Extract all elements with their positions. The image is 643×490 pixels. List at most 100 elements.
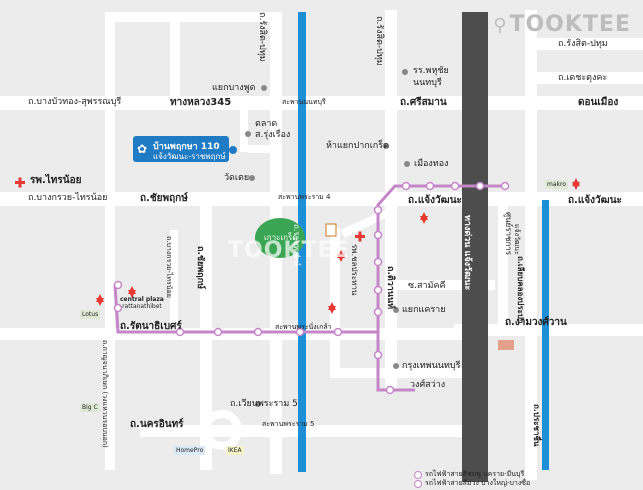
road-chaiyaphruek-v bbox=[200, 200, 212, 470]
station bbox=[333, 327, 343, 337]
lake bbox=[255, 218, 305, 258]
label-prachachuen: ถ.ประชาชื่น bbox=[532, 404, 541, 447]
label-khae-rai: แยกแคราย bbox=[402, 305, 446, 315]
legend: รถไฟฟ้าสายสีชมพู แคราย-มีนบุรี รถไฟฟ้าสา… bbox=[414, 470, 530, 488]
station bbox=[113, 303, 123, 313]
canal-right bbox=[542, 200, 549, 470]
label-cs-center: ศูนย์ราชการ bbox=[504, 212, 513, 256]
temple-icon bbox=[420, 216, 428, 224]
poi-dot-khae-rai bbox=[393, 307, 399, 313]
road-sanambinnam bbox=[330, 228, 340, 378]
label-chaeng-watthana-right: ถ.แจ้งวัฒนะ bbox=[568, 195, 622, 206]
label-highway-345: ทางหลวง345 bbox=[170, 97, 232, 108]
lotus-logo: Lotus bbox=[80, 310, 101, 319]
label-don-mueang: ดอนเมือง bbox=[578, 97, 619, 108]
station bbox=[113, 280, 123, 290]
label-wat: วัดเตย bbox=[224, 173, 250, 183]
label-bang-kruai-sai-noi: ถ.บางกรวย-ไทรน้อย bbox=[28, 193, 108, 203]
road-wong-sawang bbox=[335, 368, 475, 378]
central-sub: rattanathibet bbox=[122, 303, 162, 310]
temple-icon bbox=[96, 298, 104, 306]
station bbox=[450, 181, 460, 191]
makro-logo: makro bbox=[545, 180, 569, 189]
mall-icon bbox=[325, 223, 337, 237]
station bbox=[373, 350, 383, 360]
label-khlong-prapa: ถ.เลียบคลองประปา bbox=[516, 256, 525, 324]
ikea-logo: IKEA bbox=[226, 446, 244, 455]
hospital-cross-chon-v bbox=[358, 231, 362, 242]
hospital-crosses bbox=[15, 177, 365, 242]
label-nakhon-in: ถ.นครอินทร์ bbox=[130, 419, 184, 430]
road-samakkhi bbox=[395, 280, 495, 290]
road-bang-phut-link bbox=[248, 145, 272, 153]
label-mueang-thong: เมืองทอง bbox=[414, 159, 449, 169]
poi-dot-wat bbox=[249, 175, 255, 181]
poi-dot-krungthep bbox=[393, 363, 399, 369]
road-rattanathibet bbox=[0, 328, 470, 340]
temple-icon bbox=[337, 254, 345, 262]
label-samakkhi: ซ.สามัคคี bbox=[408, 281, 446, 291]
road-rangsit-pathum bbox=[530, 38, 643, 50]
project-location-dot bbox=[229, 146, 237, 154]
label-phra-ram5-bridge: สะพานพระราม 5 bbox=[262, 420, 315, 428]
label-chaiyaphruek-v: ถ.ชัยพฤกษ์ bbox=[195, 246, 205, 290]
label-pakkret-intersection: ห้าแยกปากเกร็ด bbox=[326, 141, 389, 151]
poi-dot-bang-phut bbox=[261, 85, 267, 91]
label-hospital-chon: รพ.ชลประทาน bbox=[350, 244, 359, 296]
location-pin-icon: ⚲ bbox=[493, 15, 508, 36]
legend-pink-text: รถไฟฟ้าสายสีชมพู แคราย-มีนบุรี bbox=[425, 470, 525, 478]
label-bang-kruai-v: ถ.บางกรวย-ไทรน้อย bbox=[165, 236, 173, 298]
station bbox=[475, 181, 485, 191]
tollway bbox=[462, 12, 488, 482]
label-rangsit-pathum: ถ.รังสิต-ปทุม bbox=[558, 39, 608, 49]
poi-dot-mueang-thong bbox=[404, 161, 410, 167]
label-lake: เกาะเกร็ด bbox=[264, 233, 298, 242]
station bbox=[175, 327, 185, 337]
station bbox=[373, 285, 383, 295]
label-school-sub: นนทบุรี bbox=[413, 78, 442, 88]
big-c-logo: Big C bbox=[80, 403, 100, 412]
label-tiwanon: ถ.ติวานนท์ bbox=[385, 266, 395, 310]
legend-purple: รถไฟฟ้าสายสีม่วง บางใหญ่-บางซื่อ bbox=[414, 479, 530, 488]
station bbox=[253, 327, 263, 337]
brand-name: TOOKTEE bbox=[509, 12, 631, 37]
label-bang-bua-thong: ถ.บางบัวทอง-สุพรรณบุรี bbox=[28, 97, 122, 107]
station bbox=[373, 257, 383, 267]
road-north-left bbox=[170, 12, 180, 96]
watermark: TOOKTEE bbox=[228, 238, 350, 263]
road-bang-kruai-v bbox=[170, 230, 178, 340]
station bbox=[213, 327, 223, 337]
leaf-logo-icon: ✿ bbox=[137, 142, 148, 156]
station bbox=[385, 385, 395, 395]
road-north-top bbox=[105, 12, 275, 22]
label-rattanathibet: ถ.รัตนาธิเบศร์ bbox=[120, 321, 182, 332]
road-pakkret-link bbox=[340, 210, 385, 238]
station bbox=[425, 181, 435, 191]
shop-icon bbox=[498, 340, 514, 350]
legend-pink: รถไฟฟ้าสายสีชมพู แคราย-มีนบุรี bbox=[414, 470, 530, 479]
label-wong-sawang: วงศ์สว่าง bbox=[410, 380, 446, 390]
central-name: central plaza bbox=[120, 296, 164, 303]
project-name: บ้านพฤกษา 110 bbox=[153, 142, 220, 152]
road-cs-center bbox=[498, 200, 508, 325]
poi-dot-pakkret bbox=[383, 143, 389, 149]
homepro-logo: HomePro bbox=[174, 446, 206, 455]
road-far-left bbox=[105, 12, 115, 96]
roundabout bbox=[202, 410, 242, 450]
label-chaiyaphruek: ถ.ชัยพฤกษ์ bbox=[140, 193, 188, 204]
station bbox=[373, 205, 383, 215]
label-cs-sub: แจ้งวัฒนะ bbox=[513, 224, 521, 255]
project-badge[interactable]: ✿ บ้านพฤกษา 110 แจ้งวัฒนะ-ราชพฤกษ์ bbox=[133, 136, 229, 162]
label-wiang-phra-ram5: ถ.เวียนพระราม 5 bbox=[230, 399, 298, 409]
legend-purple-text: รถไฟฟ้าสายสีม่วง บางใหญ่-บางซื่อ bbox=[425, 479, 531, 487]
road-decha-tungkha bbox=[530, 72, 643, 84]
road-prachachuen bbox=[525, 10, 537, 480]
station bbox=[295, 327, 305, 337]
station bbox=[401, 181, 411, 191]
label-phra-nang-klao: สะพานพระนั่งเกล้า bbox=[275, 323, 332, 331]
pink-line-track bbox=[376, 184, 505, 332]
label-tollway: ทางด่วน แจ้งวัฒนะ bbox=[462, 215, 472, 291]
label-talad-sub: ส.รุ่งเรือง bbox=[255, 130, 291, 140]
